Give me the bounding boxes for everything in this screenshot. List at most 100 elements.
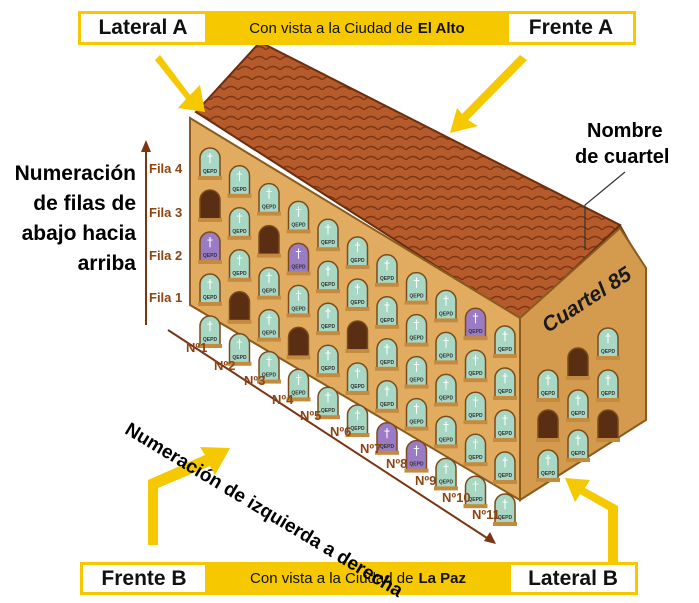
top-view-prefix: Con vista a la Ciudad de [249, 19, 413, 37]
column-label-5: Nº5 [300, 408, 322, 423]
svg-text:QEPD: QEPD [498, 389, 513, 395]
svg-text:QEPD: QEPD [439, 479, 454, 485]
svg-text:†: † [473, 479, 479, 493]
svg-text:QEPD: QEPD [571, 411, 586, 417]
svg-text:†: † [414, 402, 420, 416]
svg-text:†: † [355, 366, 361, 380]
niche-front-9-4: †QEPD [434, 415, 458, 449]
arrow-frente-b [148, 447, 230, 545]
niche-front-10-1: †QEPD [463, 307, 488, 341]
niche-front-10-3: † QEPD [463, 391, 488, 425]
niche-front-8-5: †QEPD [404, 439, 429, 473]
niche-front-4-1: †QEPD [286, 200, 311, 234]
columns-arrow [167, 329, 491, 541]
svg-text:†: † [575, 433, 581, 447]
svg-text:QEPD: QEPD [321, 282, 336, 288]
niche-front-10-4: †QEPD [463, 433, 488, 467]
svg-text:QEPD: QEPD [439, 437, 454, 443]
svg-text:†: † [207, 235, 213, 249]
svg-text:†: † [266, 355, 272, 369]
niche-front-10-5: †QEPD [463, 475, 488, 509]
niche-front-11-3: †QEPD [493, 409, 517, 442]
svg-text:†: † [325, 222, 331, 236]
svg-text:†: † [296, 246, 302, 260]
svg-text:QEPD: QEPD [262, 205, 277, 211]
niche-front-6-1: †QEPD [345, 236, 370, 269]
svg-text:†: † [384, 342, 390, 356]
niche-front-7-2: †QEPD [375, 296, 399, 329]
svg-text:†: † [325, 348, 331, 362]
column-label-6: Nº6 [330, 424, 352, 439]
svg-text:†: † [207, 277, 213, 291]
lateral-b-label: Lateral B [508, 562, 638, 595]
niche-front-11-5: † QEPD [493, 493, 517, 526]
niche-front-5-2: †QEPD [316, 260, 340, 294]
svg-text:†: † [473, 395, 479, 409]
svg-text:QEPD: QEPD [203, 337, 218, 343]
svg-text:†: † [575, 393, 581, 407]
column-label-10: Nº10 [442, 490, 471, 505]
niche-side-2 [566, 347, 590, 380]
svg-text:†: † [237, 253, 243, 267]
row-label-fila-3: Fila 3 [149, 205, 183, 220]
svg-text:QEPD: QEPD [439, 353, 454, 359]
svg-text:QEPD: QEPD [468, 455, 483, 461]
svg-text:†: † [545, 453, 551, 467]
niche-front-5-3: †QEPD [316, 302, 340, 336]
svg-text:QEPD: QEPD [203, 253, 218, 259]
svg-text:†: † [414, 318, 420, 332]
svg-text:QEPD: QEPD [291, 264, 306, 270]
svg-text:QEPD: QEPD [321, 366, 336, 372]
svg-text:QEPD: QEPD [541, 391, 556, 397]
niche-front-7-4: †QEPD [375, 380, 399, 413]
svg-text:†: † [237, 211, 243, 225]
niche-front-9-1: †QEPD [434, 289, 458, 323]
svg-text:QEPD: QEPD [350, 384, 365, 390]
svg-text:†: † [502, 329, 508, 343]
niche-front-4-2: † QEPD [286, 242, 311, 276]
rows-caption-line-3: abajo hacia [21, 222, 136, 245]
svg-text:†: † [545, 373, 551, 387]
niche-front-6-5: † QEPD [345, 404, 370, 437]
niche-front-6-3 [345, 320, 370, 353]
niche-front-8-3: †QEPD [404, 355, 429, 389]
rows-caption-line-4: arriba [77, 252, 136, 275]
svg-text:†: † [443, 377, 449, 391]
niche-front-2-2: †QEPD [227, 207, 252, 240]
svg-text:QEPD: QEPD [380, 402, 395, 408]
svg-text:QEPD: QEPD [571, 451, 586, 457]
bottom-view-city: La Paz [418, 570, 466, 587]
svg-text:†: † [502, 497, 508, 511]
niche-front-8-2: †QEPD [404, 313, 429, 347]
niche-front-3-4: †QEPD [257, 308, 281, 342]
niche-front-2-5: †QEPD [227, 333, 252, 366]
niche-front-3-1: †QEPD [257, 182, 281, 216]
niche-side-5: † QEPD [566, 389, 590, 422]
niche-side-1: † QEPD [536, 369, 560, 402]
block-name-caption-line-2: de cuartel [575, 146, 670, 168]
svg-text:†: † [355, 408, 361, 422]
svg-text:QEPD: QEPD [498, 515, 513, 521]
niche-front-9-3: †QEPD [434, 373, 458, 407]
svg-text:QEPD: QEPD [601, 349, 616, 355]
niche-front-3-2 [257, 224, 281, 258]
svg-text:QEPD: QEPD [380, 444, 395, 450]
niche-front-2-3: †QEPD [227, 249, 252, 282]
svg-text:†: † [443, 461, 449, 475]
lateral-a-label: Lateral A [78, 11, 208, 45]
niche-front-7-3: †QEPD [375, 338, 399, 371]
row-label-fila-1: Fila 1 [149, 290, 183, 305]
column-label-7: Nº7 [360, 441, 382, 456]
svg-text:QEPD: QEPD [468, 413, 483, 419]
niche-front-9-2: †QEPD [434, 331, 458, 365]
svg-text:QEPD: QEPD [203, 169, 218, 175]
svg-text:QEPD: QEPD [350, 426, 365, 432]
bottom-view-prefix: Con vista a la Ciudad de [250, 570, 414, 587]
niche-front-1-5: †QEPD [198, 315, 222, 348]
frente-b-label: Frente B [80, 562, 208, 595]
svg-text:QEPD: QEPD [498, 431, 513, 437]
svg-text:QEPD: QEPD [262, 289, 277, 295]
svg-text:QEPD: QEPD [262, 331, 277, 337]
svg-text:QEPD: QEPD [321, 408, 336, 414]
